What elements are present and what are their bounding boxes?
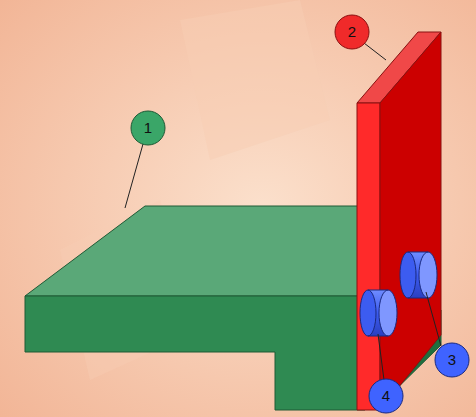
leader-line: [125, 144, 143, 208]
background-shape: [180, 0, 330, 160]
callout-number: 4: [370, 386, 402, 406]
callout-number: 2: [336, 22, 368, 42]
red-side-face: [380, 32, 441, 410]
leader-line: [364, 43, 386, 60]
callout-number: 1: [132, 118, 164, 138]
callout-circle: [435, 343, 469, 377]
callout-circle: [131, 111, 165, 145]
leader-line: [426, 292, 441, 346]
red-front-face: [357, 103, 380, 410]
callout-number: 3: [436, 350, 468, 370]
blue-cylinder: [400, 252, 437, 298]
callout-circle: [369, 379, 403, 413]
leader-line: [378, 334, 384, 380]
callout-circle: [335, 15, 369, 49]
green-top-face: [25, 206, 365, 296]
green-front-face: [25, 296, 365, 410]
blue-cylinder: [360, 290, 397, 336]
